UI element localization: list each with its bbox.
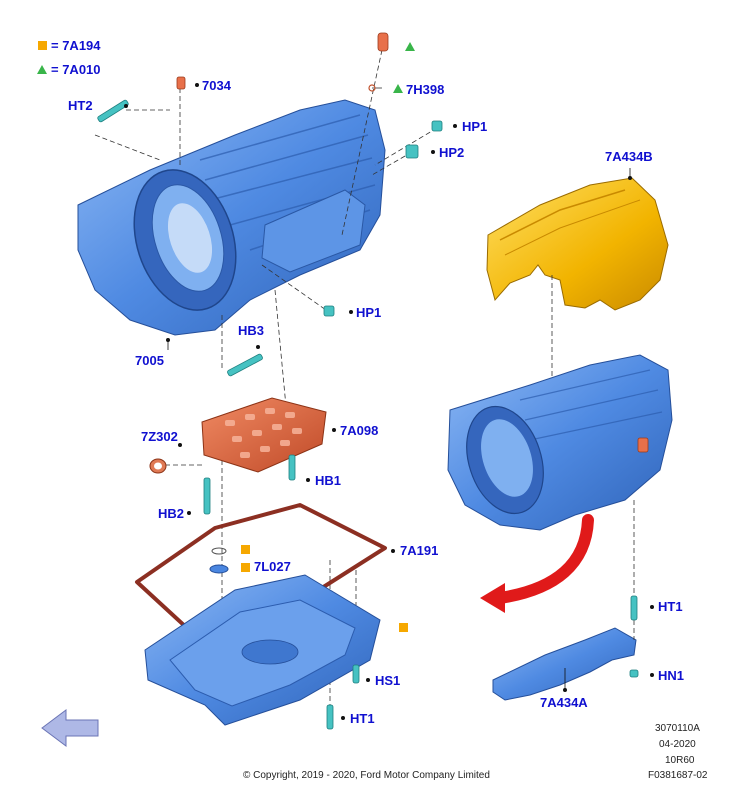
label-7a098: 7A098 bbox=[340, 423, 379, 438]
heat-shield bbox=[486, 177, 669, 311]
plug-hp1-top bbox=[431, 120, 443, 132]
label-7a434a: 7A434A bbox=[540, 695, 588, 710]
bolt-ht2 bbox=[97, 99, 129, 123]
bolt-ht1-right bbox=[630, 595, 638, 621]
label-ht2: HT2 bbox=[68, 98, 93, 113]
bolt-hb1 bbox=[288, 454, 296, 481]
label-7z302: 7Z302 bbox=[141, 429, 178, 444]
label-7034: 7034 bbox=[202, 78, 231, 93]
doc-model: 10R60 bbox=[665, 755, 695, 766]
transmission-assembled bbox=[447, 354, 673, 531]
doc-ref: 3070110A bbox=[655, 723, 700, 734]
doc-date: 04-2020 bbox=[659, 739, 696, 750]
label-hb1: HB1 bbox=[315, 473, 342, 488]
square-symbol-icon bbox=[38, 41, 47, 50]
legend-triangle-text: = 7A010 bbox=[51, 62, 101, 77]
label-hb2: HB2 bbox=[158, 506, 185, 521]
label-hp1-mid: HP1 bbox=[356, 305, 382, 320]
transmission-case bbox=[77, 99, 386, 336]
symbol-markers bbox=[241, 42, 415, 632]
oring-7h398 bbox=[368, 84, 376, 92]
square-marker-7l027 bbox=[241, 563, 250, 572]
orientation-arrow bbox=[41, 709, 99, 747]
label-7l027: 7L027 bbox=[254, 559, 291, 574]
triangle-marker-sensor bbox=[405, 42, 415, 51]
leader-short-lines bbox=[167, 168, 631, 690]
label-hb3: HB3 bbox=[238, 323, 265, 338]
bolt-hs1 bbox=[352, 664, 360, 684]
legend-square-text: = 7A194 bbox=[51, 38, 101, 53]
label-7a191: 7A191 bbox=[400, 543, 439, 558]
label-ht1-right: HT1 bbox=[658, 599, 683, 614]
bolt-ht1-left bbox=[326, 704, 334, 730]
bolt-hb3 bbox=[227, 353, 263, 377]
plug-7l027 bbox=[209, 564, 229, 574]
square-marker-washer bbox=[241, 545, 250, 554]
plug-hp1-mid bbox=[323, 305, 335, 317]
label-hp1-top: HP1 bbox=[462, 119, 488, 134]
label-7a434b: 7A434B bbox=[605, 149, 653, 164]
triangle-symbol-icon bbox=[37, 65, 47, 74]
label-hp2: HP2 bbox=[439, 145, 465, 160]
bracket-7a434a bbox=[492, 627, 637, 701]
label-ht1-left: HT1 bbox=[350, 711, 375, 726]
direction-arrow bbox=[480, 514, 594, 613]
label-7005: 7005 bbox=[135, 353, 164, 368]
plug-hp2 bbox=[405, 144, 419, 159]
legend-triangle: = 7A010 bbox=[37, 62, 101, 77]
nut-hn1 bbox=[629, 669, 639, 678]
triangle-marker-7h398 bbox=[393, 84, 403, 93]
doc-code: F0381687-02 bbox=[648, 770, 708, 781]
connector-7z302 bbox=[149, 458, 167, 474]
label-hn1: HN1 bbox=[658, 668, 685, 683]
copyright-text: © Copyright, 2019 - 2020, Ford Motor Com… bbox=[243, 770, 490, 781]
bolt-hb2 bbox=[203, 477, 211, 515]
washer-square bbox=[211, 547, 227, 555]
legend-square: = 7A194 bbox=[38, 38, 101, 53]
square-marker-pan bbox=[399, 623, 408, 632]
label-7h398: 7H398 bbox=[406, 82, 445, 97]
fasteners-case bbox=[97, 32, 443, 377]
valve-body bbox=[201, 397, 327, 473]
label-hs1: HS1 bbox=[375, 673, 401, 688]
sensor-top bbox=[377, 32, 389, 52]
oil-pan bbox=[144, 574, 381, 726]
sensor-7034 bbox=[176, 76, 186, 90]
